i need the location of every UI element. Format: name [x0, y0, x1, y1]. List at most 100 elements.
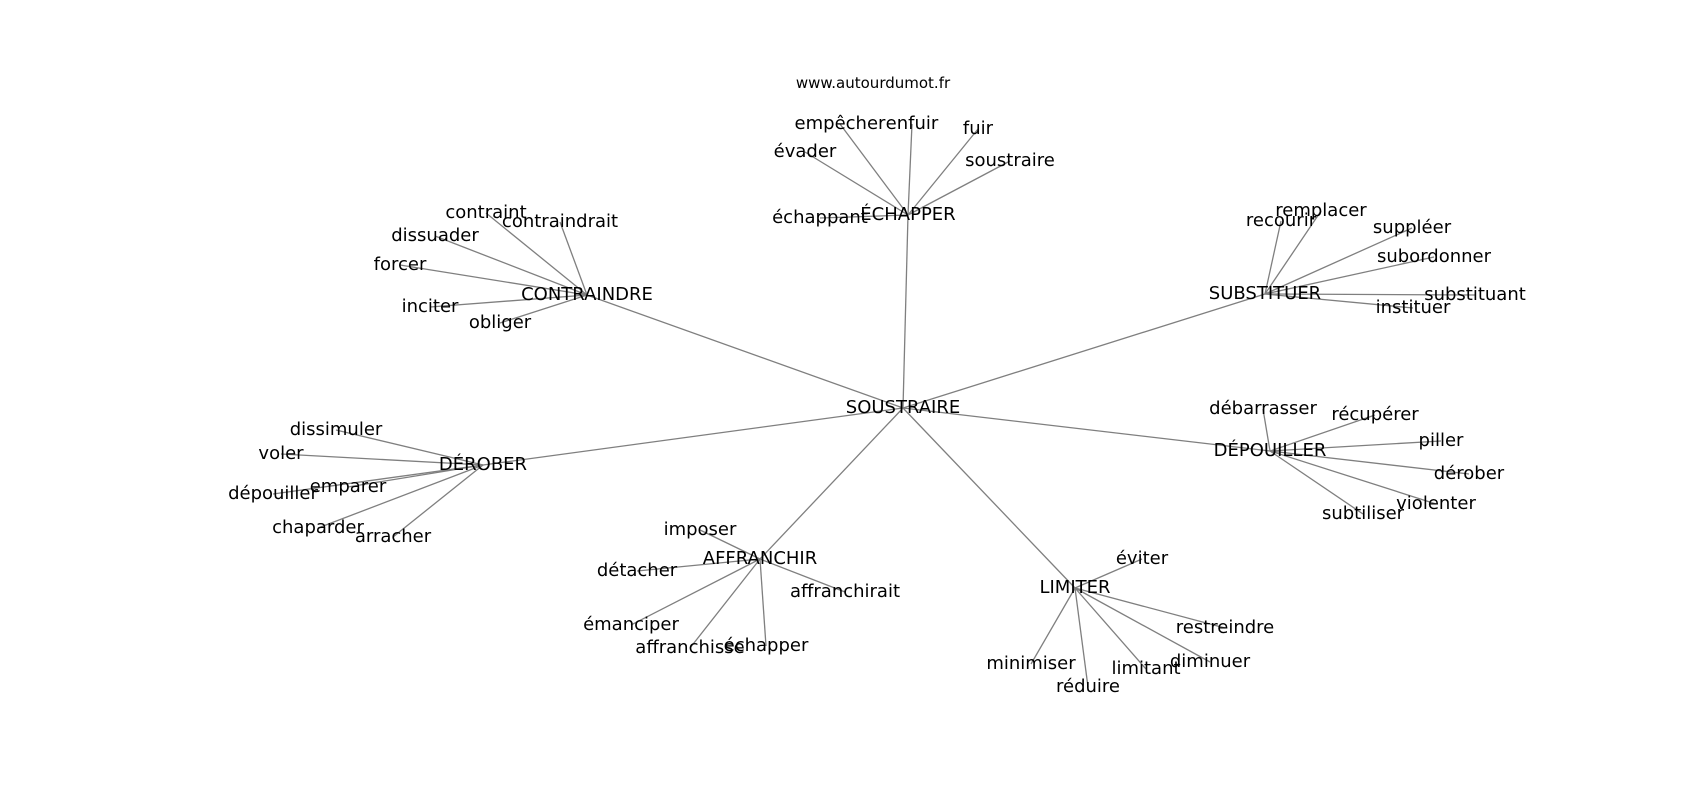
edge-hub-to-word [1269, 450, 1437, 505]
edge-hub-to-word [485, 212, 588, 296]
graph-edges [272, 123, 1476, 688]
edge-hub-to-word [1264, 227, 1413, 295]
hub-word[interactable]: AFFRANCHIR [703, 548, 818, 569]
edge-hub-to-word [1269, 450, 1470, 475]
leaf-word[interactable]: violenter [1396, 493, 1476, 514]
leaf-word[interactable]: recourir [1246, 210, 1317, 231]
edge-center-to-hub [482, 407, 904, 466]
edge-hub-to-word [907, 128, 979, 216]
edge-hub-to-word [1269, 450, 1364, 515]
leaf-word[interactable]: arracher [355, 526, 432, 547]
leaf-word[interactable]: subordonner [1377, 246, 1492, 267]
edge-hub-to-word [636, 558, 761, 572]
hub-word[interactable]: ÉCHAPPER [860, 203, 955, 225]
leaf-word[interactable]: réduire [1056, 676, 1120, 697]
edge-hub-to-word [499, 294, 588, 324]
leaf-word[interactable]: récupérer [1331, 404, 1419, 425]
leaf-word[interactable]: forcer [374, 254, 427, 275]
leaf-word[interactable]: piller [1419, 430, 1465, 451]
edge-hub-to-word [1264, 293, 1476, 296]
edge-center-to-hub [902, 214, 909, 409]
edge-hub-to-word [559, 221, 588, 296]
leaf-word[interactable]: instituer [1376, 297, 1451, 318]
leaf-word[interactable]: suppléer [1373, 217, 1452, 238]
leaf-word[interactable]: échapper [724, 635, 809, 656]
leaf-word[interactable]: échappant [772, 207, 868, 228]
edge-hub-to-word [1030, 587, 1076, 665]
edge-center-to-hub [902, 407, 1271, 452]
leaf-word[interactable]: éviter [1116, 548, 1169, 569]
leaf-word[interactable]: détacher [597, 560, 678, 581]
leaf-word[interactable]: émanciper [583, 614, 679, 635]
edge-hub-to-word [804, 151, 909, 216]
edge-hub-to-word [907, 123, 913, 216]
edge-hub-to-word [280, 453, 484, 466]
edge-hub-to-word [1074, 587, 1147, 670]
leaf-word[interactable]: affranchirait [790, 581, 900, 602]
edge-hub-to-word [1269, 440, 1442, 452]
edge-hub-to-word [907, 160, 1011, 216]
leaf-word[interactable]: chaparder [272, 517, 364, 538]
leaf-word[interactable]: affranchisse [635, 637, 744, 658]
edge-center-to-hub [902, 407, 1076, 589]
leaf-word[interactable]: évader [774, 141, 837, 162]
leaf-word[interactable]: débarrasser [1209, 398, 1317, 419]
leaf-word[interactable]: obliger [469, 312, 532, 333]
hub-word[interactable]: LIMITER [1039, 577, 1110, 598]
hub-word[interactable]: SUBSTITUER [1209, 283, 1321, 304]
leaf-word[interactable]: contraindrait [502, 211, 618, 232]
leaf-word[interactable]: dépouiller [228, 483, 318, 504]
edge-hub-to-word [1074, 587, 1226, 629]
leaf-word[interactable]: limitant [1111, 658, 1180, 679]
edge-hub-to-word [759, 558, 767, 647]
leaf-word[interactable]: imposer [664, 519, 737, 540]
edge-hub-to-word [1074, 587, 1211, 663]
leaf-word[interactable]: dissuader [391, 225, 479, 246]
leaf-word[interactable]: enfuir [886, 113, 939, 134]
hub-word[interactable]: DÉPOUILLER [1214, 439, 1327, 461]
leaf-word[interactable]: contraint [445, 202, 526, 223]
leaf-word[interactable]: subtiliser [1322, 503, 1405, 524]
leaf-word[interactable]: soustraire [965, 150, 1055, 171]
leaf-word[interactable]: emparer [310, 476, 387, 497]
edge-hub-to-word [272, 464, 484, 495]
leaf-word[interactable]: empêcher [795, 113, 886, 134]
edge-hub-to-word [839, 123, 909, 216]
edge-hub-to-word [1269, 414, 1376, 452]
leaf-word[interactable]: dissimuler [290, 419, 383, 440]
leaf-word[interactable]: minimiser [986, 653, 1076, 674]
leaf-word[interactable]: diminuer [1170, 651, 1251, 672]
edge-hub-to-word [689, 558, 761, 649]
edge-center-to-hub [586, 294, 904, 409]
edge-hub-to-word [1074, 587, 1089, 688]
leaf-word[interactable]: remplacer [1275, 200, 1367, 221]
edge-hub-to-word [429, 294, 588, 308]
leaf-word[interactable]: substituant [1424, 284, 1526, 305]
edge-hub-to-word [1264, 256, 1435, 295]
edge-hub-to-word [1264, 293, 1414, 309]
edge-hub-to-word [1264, 220, 1282, 295]
edge-center-to-hub [759, 407, 904, 560]
edge-hub-to-word [1262, 408, 1271, 452]
site-url[interactable]: www.autourdumot.fr [796, 74, 951, 92]
leaf-word[interactable]: restreindre [1176, 617, 1275, 638]
leaf-word[interactable]: voler [258, 443, 304, 464]
hub-word[interactable]: DÉROBER [439, 453, 527, 475]
edge-hub-to-word [1264, 210, 1322, 295]
leaf-word[interactable]: fuir [963, 118, 994, 139]
center-word[interactable]: SOUSTRAIRE [846, 397, 960, 418]
edge-hub-to-word [335, 429, 484, 466]
edge-center-to-hub [902, 293, 1266, 409]
edge-hub-to-word [819, 214, 909, 219]
edge-hub-to-word [759, 558, 846, 593]
edge-hub-to-word [399, 264, 588, 296]
hub-word[interactable]: CONTRAINDRE [521, 284, 653, 305]
edge-hub-to-word [434, 235, 588, 296]
leaf-word[interactable]: dérober [1434, 463, 1505, 484]
edge-hub-to-word [317, 464, 484, 529]
leaf-word[interactable]: inciter [402, 296, 459, 317]
edge-hub-to-word [699, 529, 761, 560]
edge-hub-to-word [392, 464, 484, 538]
